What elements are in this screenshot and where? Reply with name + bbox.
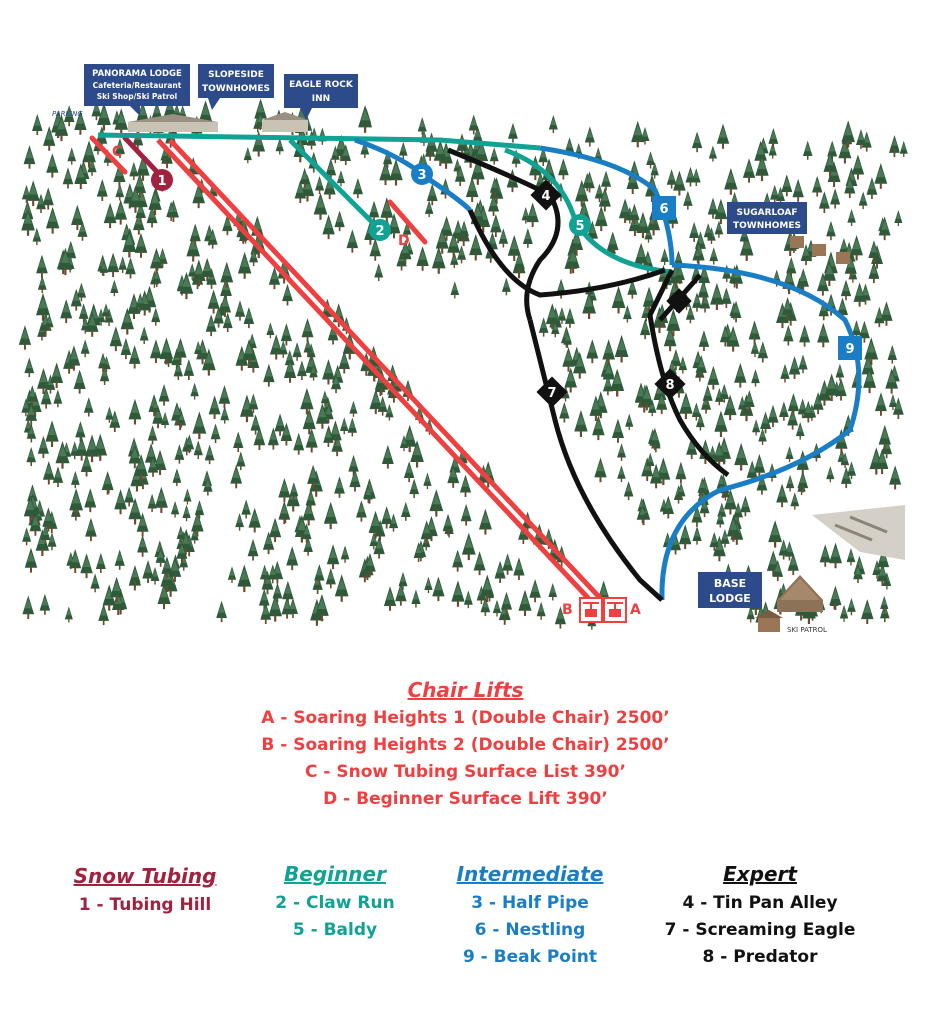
intermediate-legend: Intermediate 3 - Half Pipe 6 - Nestling … (440, 862, 620, 971)
intermediate-title: Intermediate (456, 862, 604, 886)
svg-text:7: 7 (547, 386, 556, 401)
snow-tubing-title: Snow Tubing (73, 864, 217, 888)
svg-text:5: 5 (575, 219, 584, 234)
trail-6-line (539, 145, 675, 266)
parking-label: PARKING (52, 110, 83, 118)
lift-d-line (387, 199, 428, 245)
svg-text:4: 4 (541, 189, 550, 204)
snow-tubing-legend: Snow Tubing 1 - Tubing Hill (60, 864, 230, 919)
legend-item: 9 - Beak Point (462, 947, 598, 967)
legend-item: 7 - Screaming Eagle (664, 920, 856, 940)
svg-text:9: 9 (845, 342, 854, 357)
chair-lift-item: A - Soaring Heights 1 (Double Chair) 250… (261, 708, 670, 728)
ski-patrol-building (755, 610, 783, 632)
legend-item: 4 - Tin Pan Alley (682, 893, 838, 913)
trail-9-line (659, 262, 862, 601)
legend-item: 3 - Half Pipe (471, 893, 589, 913)
lift-c-line (89, 135, 128, 175)
chairlift-icon (603, 597, 627, 623)
lift-a-marker: A (630, 602, 641, 618)
chair-lift-item: C - Snow Tubing Surface List 390’ (305, 762, 626, 782)
svg-text:INN: INN (312, 94, 330, 104)
trail-cross-line (467, 209, 666, 298)
svg-text:6: 6 (659, 202, 668, 217)
svg-text:EAGLE ROCK: EAGLE ROCK (289, 80, 354, 90)
trail-2-marker: 2 (369, 219, 391, 241)
chair-lifts-title: Chair Lifts (407, 678, 524, 702)
svg-text:LODGE: LODGE (709, 592, 751, 605)
trail-7-marker: 7 (536, 376, 568, 408)
trail-8-marker: 8 (654, 368, 686, 400)
svg-text:SUGARLOAF: SUGARLOAF (736, 208, 797, 218)
chair-lift-item: B - Soaring Heights 2 (Double Chair) 250… (261, 735, 670, 755)
trail-6-marker: 6 (652, 196, 676, 220)
legend-item: 6 - Nestling (474, 920, 586, 940)
lift-d-marker: D (398, 233, 410, 249)
expert-legend: Expert 4 - Tin Pan Alley 7 - Screaming E… (645, 862, 875, 971)
ski-patrol-label: SKI PATROL (787, 626, 827, 634)
panorama-lodge-label: PANORAMA LODGE Cafeteria/Restaurant Ski … (84, 64, 190, 116)
svg-text:TOWNHOMES: TOWNHOMES (202, 84, 270, 94)
base-lodge-label: BASE LODGE (698, 572, 762, 608)
legend-item: 2 - Claw Run (275, 893, 395, 913)
svg-text:1: 1 (157, 174, 166, 189)
base-lodge-building (777, 575, 823, 612)
expert-junction-marker (666, 288, 692, 314)
sugarloaf-townhomes-label: SUGARLOAF TOWNHOMES (727, 202, 807, 234)
legend-item: 1 - Tubing Hill (78, 895, 212, 915)
lift-b-line (156, 138, 592, 602)
legend-item: 5 - Baldy (292, 920, 378, 940)
svg-text:2: 2 (375, 224, 384, 239)
beginner-legend: Beginner 2 - Claw Run 5 - Baldy (250, 862, 420, 944)
legend-item: 8 - Predator (702, 947, 818, 967)
lift-a-line (168, 138, 604, 602)
svg-text:BASE: BASE (714, 577, 746, 590)
ski-trail-map: PARKING SKI PATROL PANORAMA LODGE Cafete… (18, 64, 908, 634)
trail-1-line (122, 135, 163, 178)
trail-8-line (647, 268, 730, 478)
svg-text:PANORAMA LODGE: PANORAMA LODGE (92, 69, 182, 79)
svg-text:TOWNHOMES: TOWNHOMES (733, 221, 801, 231)
trail-2-line (288, 138, 380, 230)
lift-b-marker: B (562, 602, 573, 618)
sugarloaf-cabins (790, 236, 850, 264)
trail-7-line (527, 319, 664, 602)
svg-text:Ski Shop/Ski Patrol: Ski Shop/Ski Patrol (97, 92, 178, 101)
eagle-rock-inn-building (262, 112, 308, 132)
trail-5-marker: 5 (569, 214, 591, 236)
chair-lift-item: D - Beginner Surface Lift 390’ (323, 789, 608, 809)
panorama-lodge-building (128, 114, 218, 132)
lift-c-marker: C (112, 144, 122, 160)
svg-text:8: 8 (665, 378, 674, 393)
trail-ridge (97, 132, 541, 151)
svg-text:3: 3 (417, 168, 426, 183)
trail-9-marker: 9 (838, 336, 862, 360)
trail-3-marker: 3 (411, 163, 433, 185)
slopeside-townhomes-label: SLOPESIDE TOWNHOMES (198, 64, 274, 110)
chairlift-icon (579, 597, 603, 623)
expert-title: Expert (723, 862, 797, 886)
beginner-title: Beginner (284, 862, 386, 886)
parking-lot (812, 505, 905, 560)
svg-text:SLOPESIDE: SLOPESIDE (208, 70, 264, 80)
svg-text:Cafeteria/Restaurant: Cafeteria/Restaurant (93, 81, 182, 90)
eagle-rock-inn-label: EAGLE ROCK INN (284, 74, 358, 120)
trail-1-marker: 1 (151, 169, 173, 191)
